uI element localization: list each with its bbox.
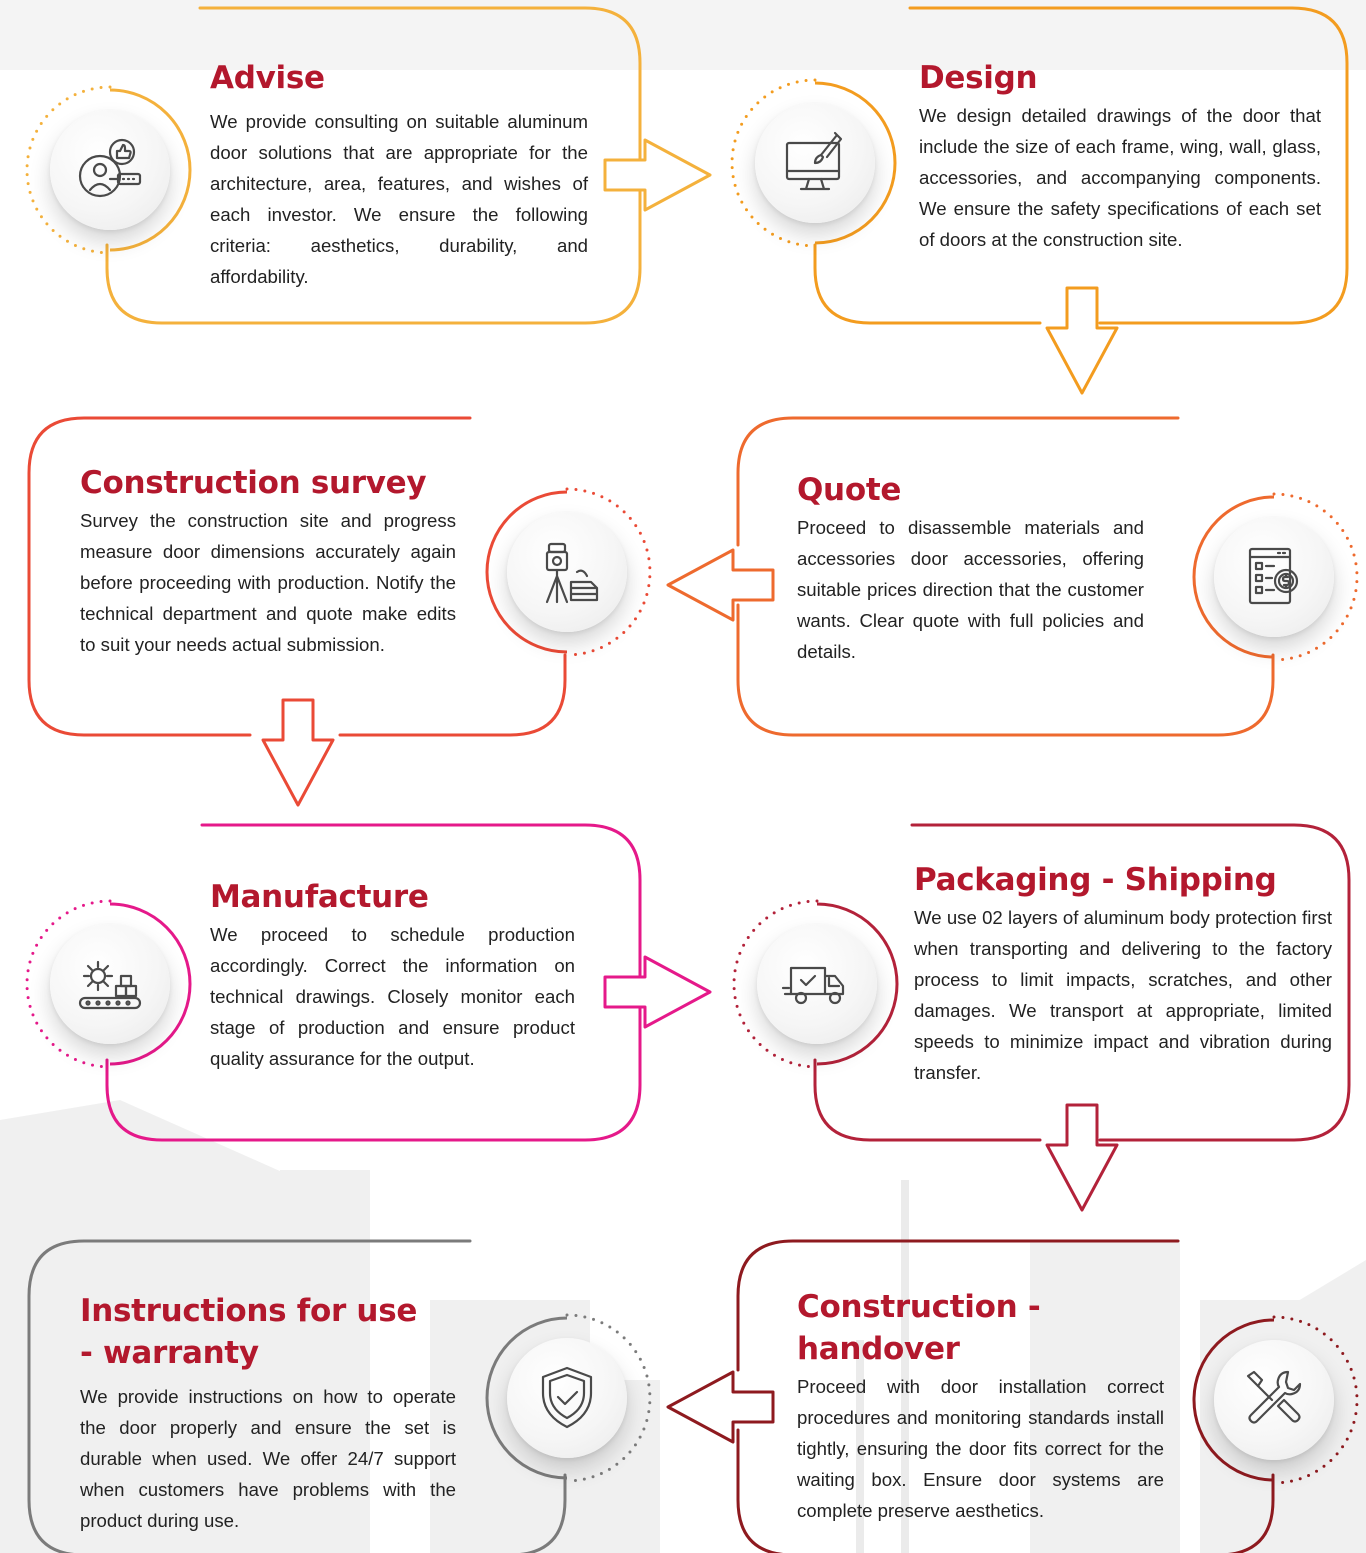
step-title-quote: Quote [797,472,902,508]
arrow-manufacture-to-packaging [603,955,712,1029]
arrow-advise-to-design [603,138,712,212]
ring-arc-survey [485,490,568,654]
frame-manufacture [105,823,642,1142]
survey-icon-circle [507,512,627,632]
step-text-handover: Proceed with door installation correct p… [797,1375,1164,1521]
step-title-warranty-line1: Instructions for use [80,1293,418,1329]
step-title-survey: Construction survey [80,465,427,501]
shield-check-icon [541,1366,593,1429]
ring-arc-advise [109,88,192,252]
delivery-truck-icon [781,966,845,1005]
step-title-design: Design [919,60,1038,96]
frame-handover [736,1239,1275,1553]
arrow-quote-to-survey [666,548,775,622]
arrow-survey-to-manufacture [261,698,335,807]
ring-arc-manufacture [109,902,192,1066]
manufacture-icon-circle [50,924,170,1044]
surveying-instrument-icon [545,542,599,604]
step-text-survey: Survey the construction site and progres… [80,509,456,655]
frame-packaging [813,823,1351,1142]
step-title-warranty-line2: - warranty [80,1334,259,1371]
consulting-thumbs-up-icon [78,138,142,198]
price-document-icon [1248,547,1299,605]
handover-icon-circle [1214,1340,1334,1460]
step-advise: Advise We provide consulting on suitable… [210,58,588,292]
step-survey: Construction survey Survey the construct… [80,463,456,660]
step-design: Design We design detailed drawings of th… [919,58,1321,255]
frame-survey [27,416,567,737]
step-title-manufacture: Manufacture [210,879,429,915]
step-packaging: Packaging - Shipping We use 02 layers of… [914,860,1332,1088]
warranty-icon-circle [507,1338,627,1458]
ring-arc-quote [1192,495,1275,659]
step-manufacture: Manufacture We proceed to schedule produ… [210,877,575,1074]
advise-icon-circle [50,110,170,230]
frame-warranty [27,1239,567,1553]
step-title-handover: Construction - handover [797,1289,1041,1367]
arrow-packaging-to-handover [1045,1103,1119,1212]
ring-arc-packaging [816,902,899,1066]
gear-conveyor-icon [78,960,142,1010]
step-title-packaging: Packaging - Shipping [914,862,1277,898]
step-text-advise: We provide consulting on suitable alumin… [210,110,588,287]
arrow-handover-to-warranty [666,1370,775,1444]
step-title-advise: Advise [210,60,325,96]
step-warranty: Instructions for use - warranty We provi… [80,1291,456,1536]
ring-arc-design [814,81,897,245]
step-text-packaging: We use 02 layers of aluminum body protec… [914,906,1332,1083]
step-handover: Construction - handover Proceed with doo… [797,1287,1164,1526]
step-text-manufacture: We proceed to schedule production accord… [210,923,575,1069]
step-quote: Quote Proceed to disassemble materials a… [797,470,1144,667]
arrow-design-to-quote [1045,286,1119,395]
frame-advise [105,6,642,325]
frame-design [813,6,1349,325]
step-text-quote: Proceed to disassemble materials and acc… [797,516,1144,662]
step-text-design: We design detailed drawings of the door … [919,104,1321,250]
quote-icon-circle [1214,517,1334,637]
monitor-brush-icon [785,131,843,191]
packaging-icon-circle [757,924,877,1044]
ring-arc-warranty [485,1316,568,1480]
step-text-warranty: We provide instructions on how to operat… [80,1385,456,1531]
frame-quote [736,416,1275,737]
ring-arc-handover [1192,1318,1275,1482]
wrench-screwdriver-icon [1246,1370,1302,1424]
design-icon-circle [755,103,875,223]
